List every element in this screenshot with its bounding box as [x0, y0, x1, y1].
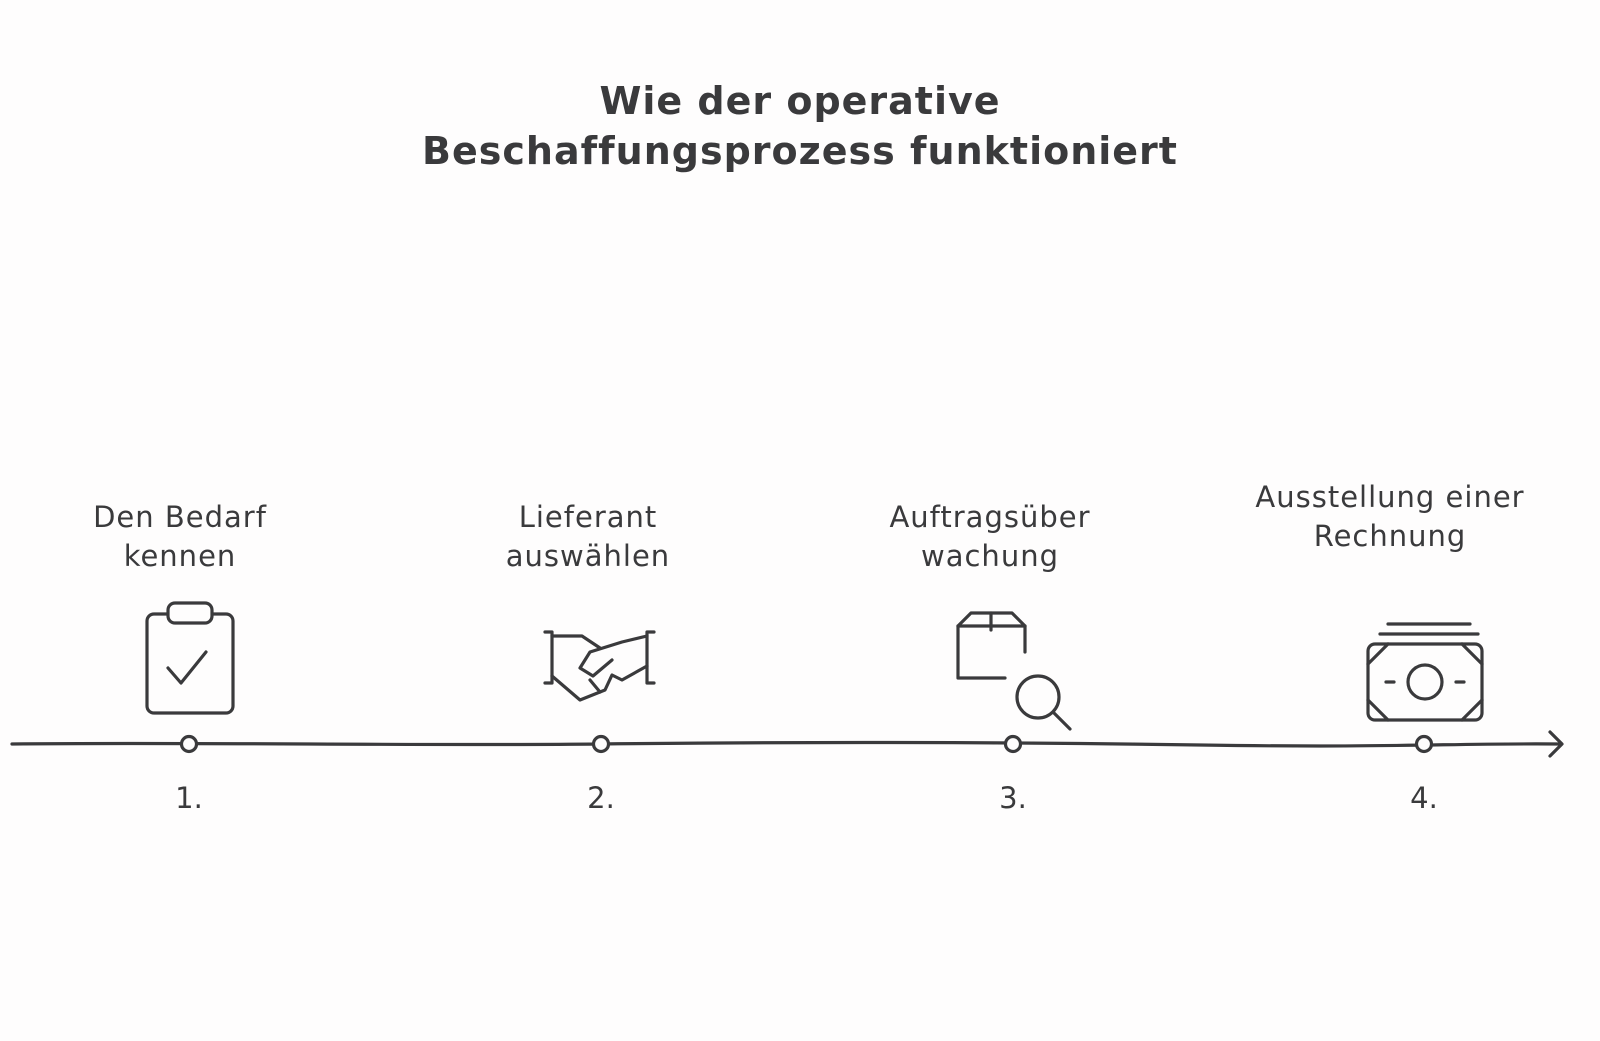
step-3-number: 3. — [999, 781, 1027, 815]
title-line-1: Wie der operative — [599, 79, 1001, 123]
step-4-label-line-2: Rechnung — [1313, 519, 1467, 553]
step-1-number: 1. — [175, 781, 203, 815]
step-1-label-line-1: Den Bedarf — [93, 500, 267, 534]
handshake-icon — [543, 630, 656, 702]
step-4-marker — [1414, 734, 1434, 754]
step-2-number: 2. — [587, 781, 615, 815]
step-2-label-line-1: Lieferant — [518, 500, 658, 534]
timeline-axis — [10, 730, 1564, 758]
clipboard-check-icon — [145, 601, 235, 715]
step-3-marker — [1003, 734, 1023, 754]
step-1-label-line-2: kennen — [123, 539, 237, 573]
step-4-label: Ausstellung einer Rechnung — [1220, 478, 1560, 556]
step-2-marker — [591, 734, 611, 754]
step-2-label-line-2: auswählen — [505, 539, 671, 573]
money-stack-icon — [1366, 622, 1484, 722]
timeline-arrowhead-icon — [1548, 730, 1564, 758]
step-4-label-line-1: Ausstellung einer — [1255, 480, 1525, 514]
step-2-label: Lieferant auswählen — [418, 498, 758, 576]
step-3-label: Auftragsüber wachung — [820, 498, 1160, 576]
step-3-label-line-1: Auftragsüber — [889, 500, 1091, 534]
step-1-label: Den Bedarf kennen — [10, 498, 350, 576]
step-1-marker — [179, 734, 199, 754]
diagram-title: Wie der operative Beschaffungsprozess fu… — [300, 76, 1300, 176]
title-line-2: Beschaffungsprozess funktioniert — [422, 129, 1178, 173]
step-3-label-line-2: wachung — [921, 539, 1059, 573]
package-search-icon — [956, 611, 1072, 731]
step-4-number: 4. — [1410, 781, 1438, 815]
